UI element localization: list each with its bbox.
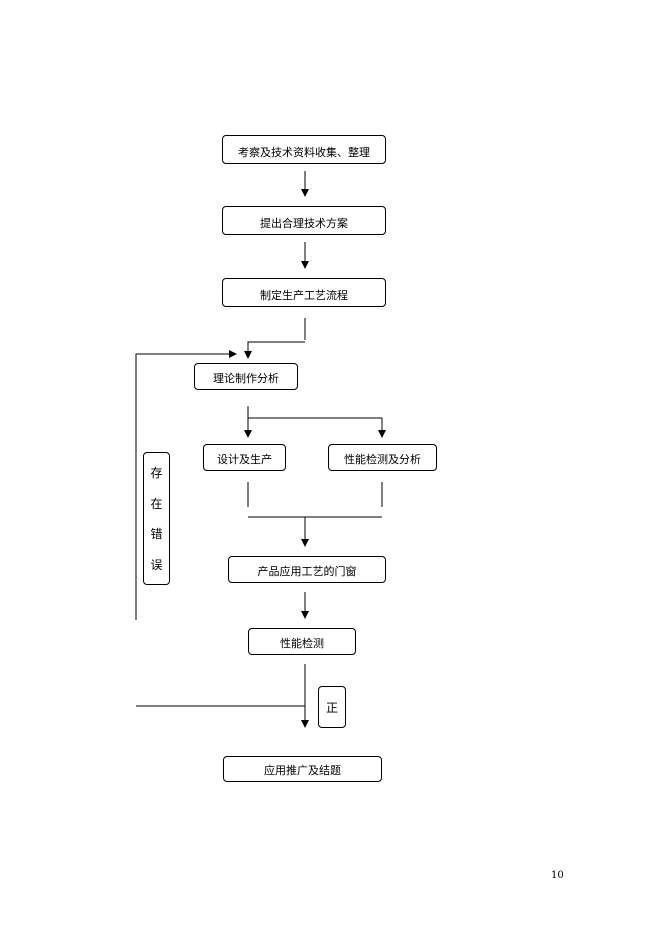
error-loop-line <box>135 350 237 620</box>
step-proposal-box: 提出合理技术方案 <box>222 206 386 235</box>
step-theory-label: 理论制作分析 <box>213 372 279 385</box>
step-process-box: 制定生产工艺流程 <box>222 278 386 307</box>
step-design-box: 设计及生产 <box>203 444 286 471</box>
error-label-box: 存 在 错 误 <box>143 452 170 585</box>
step-promotion-box: 应用推广及结题 <box>223 756 382 782</box>
correct-label-box: 正 <box>318 686 346 728</box>
line-3-to-4 <box>247 341 305 348</box>
step-test-analysis-box: 性能检测及分析 <box>328 444 437 471</box>
step-research-label: 考察及技术资料收集、整理 <box>238 146 370 159</box>
step-test-analysis-label: 性能检测及分析 <box>344 453 421 466</box>
step-promotion-label: 应用推广及结题 <box>264 764 341 777</box>
step-proposal-label: 提出合理技术方案 <box>260 217 348 230</box>
error-char-3: 错 <box>150 527 163 542</box>
step-research-box: 考察及技术资料收集、整理 <box>222 135 386 164</box>
step-perf-test-box: 性能检测 <box>248 628 356 655</box>
step-product-box: 产品应用工艺的门窗 <box>228 556 386 583</box>
step-process-label: 制定生产工艺流程 <box>260 289 348 302</box>
error-char-4: 误 <box>150 558 163 573</box>
page-number: 10 <box>551 870 564 881</box>
step-design-label: 设计及生产 <box>217 453 272 466</box>
error-char-2: 在 <box>150 496 163 511</box>
correct-char: 正 <box>325 700 338 715</box>
step-theory-box: 理论制作分析 <box>194 363 298 390</box>
step-product-label: 产品应用工艺的门窗 <box>257 565 357 578</box>
error-char-1: 存 <box>150 465 163 480</box>
step-perf-test-label: 性能检测 <box>280 637 324 650</box>
